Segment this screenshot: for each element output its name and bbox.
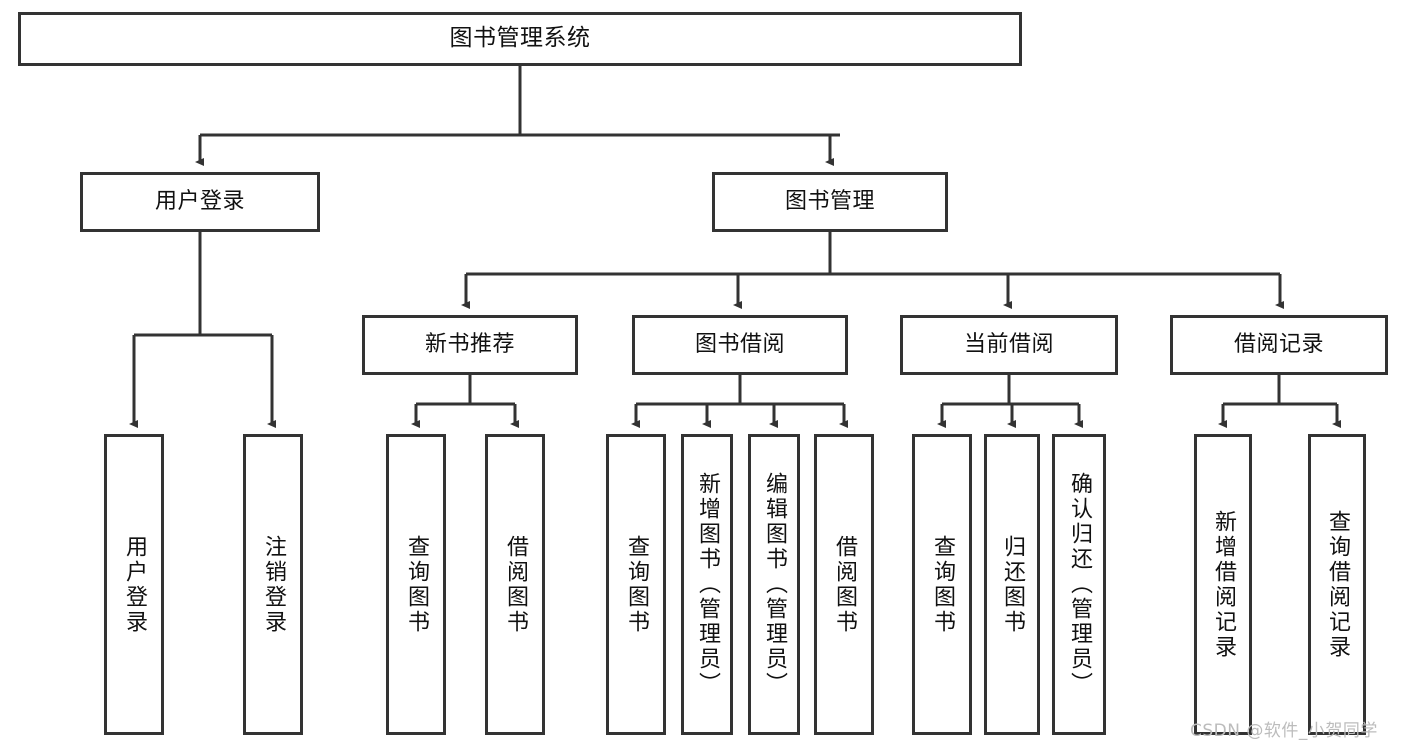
leaf-query-book-current[interactable]: 查询图书 [912, 434, 972, 735]
leaf-user-login[interactable]: 用户登录 [104, 434, 164, 735]
leaf-query-book-recommend[interactable]: 查询图书 [386, 434, 446, 735]
leaf-logout[interactable]: 注销登录 [243, 434, 303, 735]
leaf-add-book-admin-label: 新增图书（管理员） [695, 472, 720, 697]
leaf-query-borrow-record[interactable]: 查询借阅记录 [1308, 434, 1366, 735]
node-book-management-label: 图书管理 [784, 188, 875, 214]
node-book-borrow[interactable]: 图书借阅 [632, 315, 848, 375]
leaf-borrow-book-recommend-label: 借阅图书 [503, 534, 528, 635]
leaf-query-book-borrow[interactable]: 查询图书 [606, 434, 666, 735]
leaf-user-login-label: 用户登录 [122, 534, 147, 635]
node-borrow-record-label: 借阅记录 [1233, 331, 1324, 357]
node-book-borrow-label: 图书借阅 [694, 331, 785, 357]
node-new-book-recommend-label: 新书推荐 [424, 331, 515, 357]
node-book-management[interactable]: 图书管理 [712, 172, 948, 232]
leaf-borrow-book-recommend[interactable]: 借阅图书 [485, 434, 545, 735]
leaf-query-book-current-label: 查询图书 [930, 534, 955, 635]
node-root-label: 图书管理系统 [449, 25, 591, 52]
node-user-login[interactable]: 用户登录 [80, 172, 320, 232]
node-user-login-label: 用户登录 [154, 188, 245, 214]
leaf-add-borrow-record[interactable]: 新增借阅记录 [1194, 434, 1252, 735]
node-root[interactable]: 图书管理系统 [18, 12, 1022, 66]
csdn-watermark: CSDN @软件_小贺同学 [1190, 721, 1378, 741]
leaf-query-book-recommend-label: 查询图书 [404, 534, 429, 635]
leaf-logout-label: 注销登录 [261, 534, 286, 635]
node-borrow-record[interactable]: 借阅记录 [1170, 315, 1388, 375]
leaf-borrow-book-label: 借阅图书 [832, 534, 857, 635]
leaf-add-book-admin[interactable]: 新增图书（管理员） [681, 434, 733, 735]
leaf-edit-book-admin-label: 编辑图书（管理员） [762, 472, 787, 697]
leaf-query-borrow-record-label: 查询借阅记录 [1325, 509, 1350, 660]
leaf-return-book[interactable]: 归还图书 [984, 434, 1040, 735]
node-current-borrow-label: 当前借阅 [963, 331, 1054, 357]
leaf-edit-book-admin[interactable]: 编辑图书（管理员） [748, 434, 800, 735]
leaf-confirm-return-admin-label: 确认归还（管理员） [1067, 472, 1092, 697]
node-new-book-recommend[interactable]: 新书推荐 [362, 315, 578, 375]
leaf-add-borrow-record-label: 新增借阅记录 [1211, 509, 1236, 660]
leaf-borrow-book[interactable]: 借阅图书 [814, 434, 874, 735]
leaf-query-book-borrow-label: 查询图书 [624, 534, 649, 635]
leaf-return-book-label: 归还图书 [1000, 534, 1025, 635]
leaf-confirm-return-admin[interactable]: 确认归还（管理员） [1052, 434, 1106, 735]
node-current-borrow[interactable]: 当前借阅 [900, 315, 1118, 375]
